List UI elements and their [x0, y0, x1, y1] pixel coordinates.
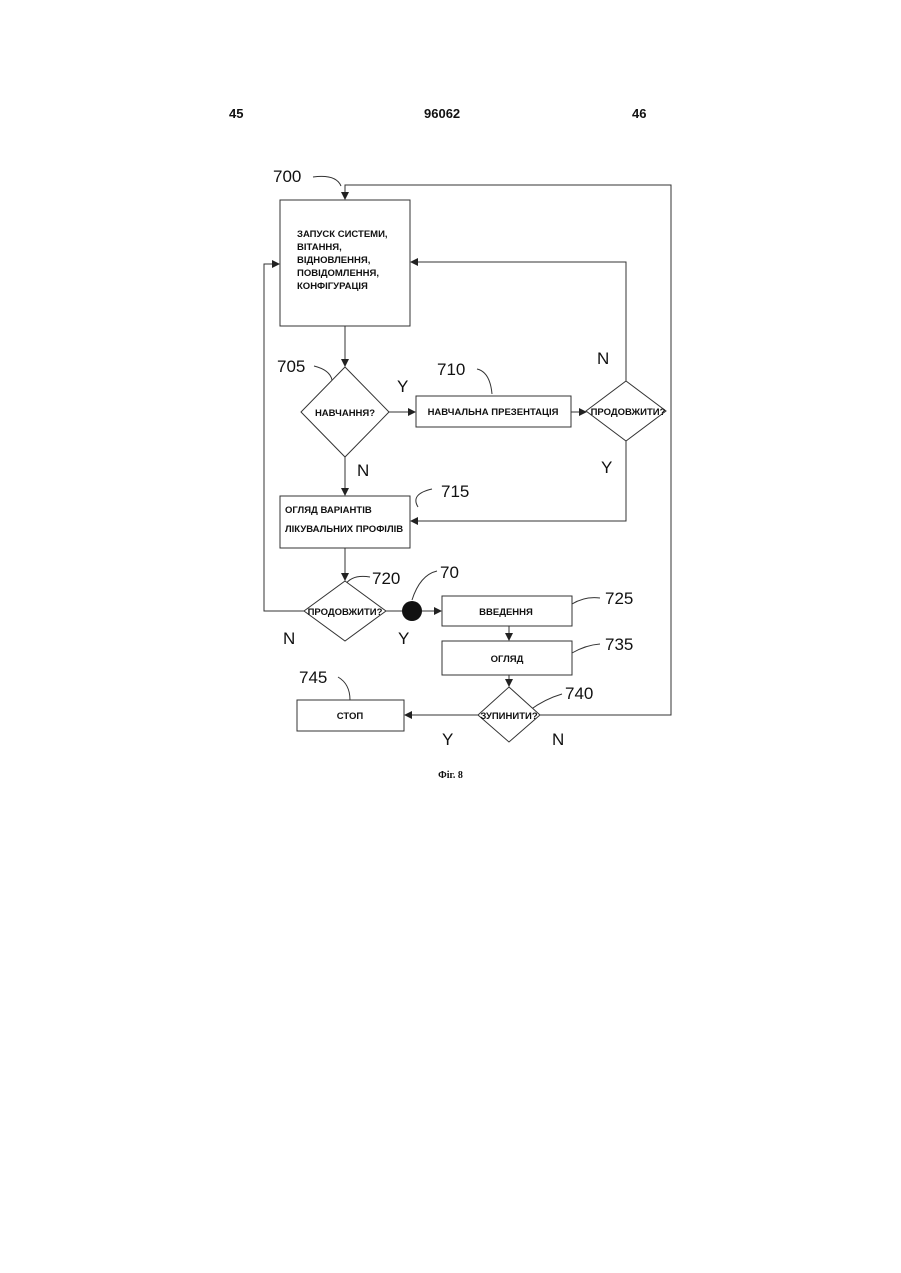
leader-710: [477, 369, 492, 394]
ref-710: 710: [437, 360, 465, 379]
stop-no-label: N: [552, 730, 564, 749]
continue1-yes-label: Y: [601, 458, 612, 477]
leader-700: [313, 176, 341, 186]
text-line: ПОВІДОМЛЕННЯ,: [297, 268, 379, 279]
ref-715: 715: [441, 482, 469, 501]
continue1-no-label: N: [597, 349, 609, 368]
text-line: ВІДНОВЛЕННЯ,: [297, 255, 370, 266]
stop-decision-label: ЗУПИНИТИ?: [480, 711, 537, 722]
leader-725: [572, 598, 600, 604]
ref-705: 705: [277, 357, 305, 376]
review-label: ОГЛЯД: [491, 654, 524, 665]
stop-yes-label: Y: [442, 730, 453, 749]
junction-dot: [402, 601, 422, 621]
training-presentation-label: НАВЧАЛЬНА ПРЕЗЕНТАЦІЯ: [428, 407, 559, 418]
training-yes-label: Y: [397, 377, 408, 396]
continue2-no-label: N: [283, 629, 295, 648]
text-line: ВІТАННЯ,: [297, 242, 342, 253]
stop-label: СТОП: [337, 711, 364, 722]
input-label: ВВЕДЕННЯ: [479, 607, 533, 618]
training-no-label: N: [357, 461, 369, 480]
text-line: ЛІКУВАЛЬНИХ ПРОФІЛІВ: [285, 524, 403, 535]
review-options-box: [280, 496, 410, 548]
figure-caption: Фіг. 8: [0, 770, 901, 781]
continue2-yes-label: Y: [398, 629, 409, 648]
leader-715: [416, 489, 432, 507]
ref-700: 700: [273, 167, 301, 186]
continue-decision-2-label: ПРОДОВЖИТИ?: [308, 607, 383, 618]
training-decision-label: НАВЧАННЯ?: [315, 408, 375, 419]
leader-745: [338, 677, 350, 700]
text-line: ОГЛЯД ВАРІАНТІВ: [285, 505, 372, 516]
ref-740: 740: [565, 684, 593, 703]
ref-745: 745: [299, 668, 327, 687]
leader-70: [412, 571, 437, 600]
ref-725: 725: [605, 589, 633, 608]
edge-continue1-yes: [411, 441, 626, 521]
continue-decision-1-label: ПРОДОВЖИТИ?: [591, 407, 666, 418]
leader-735: [572, 644, 600, 653]
leader-740: [530, 694, 562, 710]
ref-720: 720: [372, 569, 400, 588]
text-line: ЗАПУСК СИСТЕМИ,: [297, 229, 388, 240]
ref-735: 735: [605, 635, 633, 654]
leader-705: [314, 366, 332, 380]
ref-70: 70: [440, 563, 459, 582]
text-line: КОНФІГУРАЦІЯ: [297, 281, 368, 292]
